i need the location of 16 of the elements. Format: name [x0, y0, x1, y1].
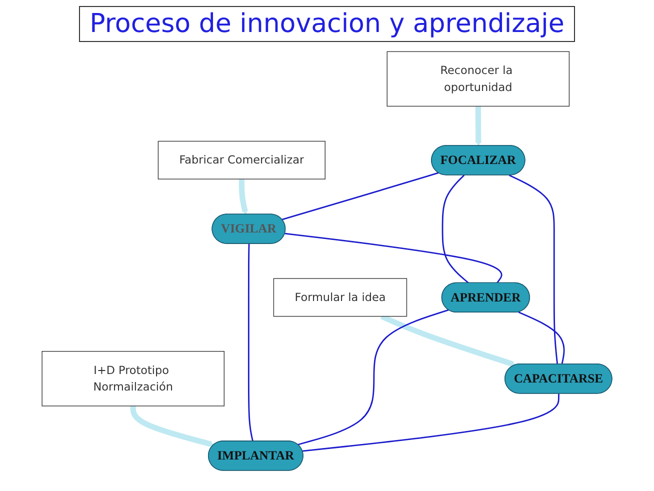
connector: [298, 309, 449, 446]
connector: [302, 394, 560, 452]
connector: [284, 232, 502, 284]
arrow: [238, 179, 248, 215]
arrow: [475, 106, 482, 146]
node-box: Reconocer la oportunidad: [386, 51, 570, 107]
node-box: I+D Prototipo Normailzación: [42, 350, 224, 406]
connector: [508, 174, 558, 364]
connector: [282, 172, 439, 220]
node-box: Formular la idea: [273, 278, 408, 317]
title: Proceso de innovacion y aprendizaje: [78, 6, 576, 42]
connector: [248, 244, 254, 442]
node-box: Fabricar Comercializar: [158, 140, 326, 180]
connector: [442, 174, 470, 284]
connector: [518, 311, 565, 364]
arrow: [130, 406, 214, 447]
